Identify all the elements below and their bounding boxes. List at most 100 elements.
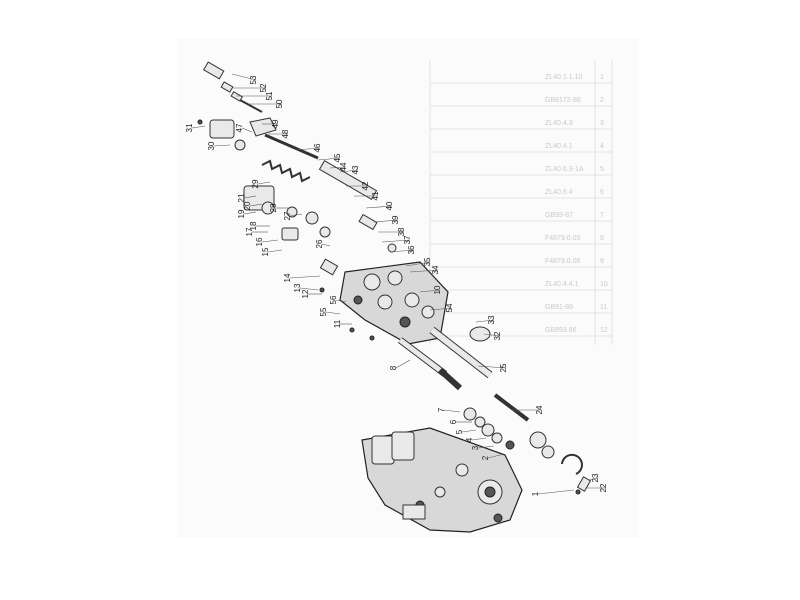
leader-line bbox=[477, 365, 507, 369]
leader-line bbox=[317, 157, 341, 161]
table-row-no: 10 bbox=[600, 281, 608, 288]
leader-line bbox=[389, 249, 415, 253]
callout-number: 41 bbox=[371, 191, 380, 200]
callout-number: 13 bbox=[293, 283, 302, 292]
table-row-code: GB93-87 bbox=[545, 212, 573, 219]
callout-number: 12 bbox=[301, 289, 310, 298]
leader-line bbox=[339, 169, 359, 173]
leader-line bbox=[289, 275, 321, 279]
table-row-code: ZL40.4.1 bbox=[545, 143, 573, 150]
table-row-code: ZL40.4.4.1 bbox=[545, 281, 579, 288]
callout-number: 19 bbox=[237, 209, 246, 218]
leader-line bbox=[395, 359, 411, 369]
callout-number: 14 bbox=[283, 273, 292, 282]
exploded-parts bbox=[197, 61, 592, 495]
leader-line bbox=[443, 409, 461, 413]
leader-line bbox=[487, 453, 505, 459]
leader-line bbox=[483, 333, 501, 337]
callout-number: 42 bbox=[361, 181, 370, 190]
callout-number: 10 bbox=[433, 285, 442, 294]
table-row-code: GB6172-86 bbox=[545, 97, 581, 104]
table-row-code: ZL40.6.4 bbox=[545, 189, 573, 196]
callout-number: 54 bbox=[445, 303, 454, 312]
callout-number: 34 bbox=[431, 265, 440, 274]
table-row-no: 6 bbox=[600, 189, 604, 196]
callout-number: 17 bbox=[245, 227, 254, 236]
callout-number: 5 bbox=[455, 429, 464, 434]
leader-line bbox=[335, 299, 347, 303]
callout-number: 31 bbox=[185, 123, 194, 132]
callout-number: 8 bbox=[389, 365, 398, 370]
table-row-no: 2 bbox=[600, 97, 604, 104]
callout-number: 39 bbox=[391, 215, 400, 224]
callout-number: 48 bbox=[281, 129, 290, 138]
callout-number: 56 bbox=[329, 295, 338, 304]
leader-line bbox=[537, 489, 575, 495]
callout-number: 47 bbox=[235, 123, 244, 132]
leader-line bbox=[381, 239, 411, 243]
leader-line bbox=[587, 477, 599, 481]
table-row-code: ZL40.6.3-1A bbox=[545, 166, 584, 173]
callout-number: 40 bbox=[385, 201, 394, 210]
callout-number: 20 bbox=[243, 201, 252, 210]
table-row-no: 9 bbox=[600, 258, 604, 265]
callout-number: 2 bbox=[481, 455, 490, 460]
leader-line bbox=[267, 249, 283, 253]
leader-line bbox=[471, 437, 487, 441]
leader-lines bbox=[191, 73, 606, 495]
callout-number: 55 bbox=[319, 307, 328, 316]
callout-number: 37 bbox=[403, 235, 412, 244]
leader-line bbox=[261, 239, 279, 243]
leader-line bbox=[409, 269, 439, 273]
callout-number: 28 bbox=[269, 203, 278, 212]
callout-number: 16 bbox=[255, 237, 264, 246]
leader-line bbox=[461, 429, 477, 433]
leader-line bbox=[213, 144, 231, 147]
table-row-code: F4879.0.05 bbox=[545, 235, 581, 242]
callout-number: 33 bbox=[487, 315, 496, 324]
table-row-no: 4 bbox=[600, 143, 604, 150]
leader-line bbox=[289, 213, 303, 217]
callout-number: 23 bbox=[591, 473, 600, 482]
callout-number: 49 bbox=[271, 119, 280, 128]
table-row-no: 3 bbox=[600, 120, 604, 127]
callout-number: 1 bbox=[531, 491, 540, 496]
callout-number: 11 bbox=[333, 319, 342, 328]
callout-number: 50 bbox=[275, 99, 284, 108]
leader-line bbox=[429, 307, 453, 311]
callout-number: 52 bbox=[259, 83, 268, 92]
leader-line bbox=[295, 147, 321, 151]
leader-line bbox=[321, 243, 331, 247]
callout-number: 32 bbox=[493, 331, 502, 340]
table-row-no: 5 bbox=[600, 166, 604, 173]
callout-number: 38 bbox=[397, 227, 406, 236]
leader-line bbox=[191, 125, 206, 129]
table-row-code: ZL40.4.3 bbox=[545, 120, 573, 127]
callout-number: 22 bbox=[599, 483, 608, 492]
leader-line bbox=[243, 211, 257, 215]
parts-table-ghost: 1ZL40.1.1.102GB6172-863ZL40.4.34ZL40.4.1… bbox=[429, 60, 613, 345]
leader-line bbox=[257, 181, 271, 185]
callout-number: 27 bbox=[283, 211, 292, 220]
callout-number: 46 bbox=[313, 143, 322, 152]
callout-number: 35 bbox=[423, 257, 432, 266]
callout-number: 44 bbox=[339, 162, 348, 171]
callout-number: 21 bbox=[237, 193, 246, 202]
callout-number: 15 bbox=[261, 247, 270, 256]
callout-number: 26 bbox=[315, 239, 324, 248]
callout-number: 24 bbox=[535, 405, 544, 414]
leader-line bbox=[299, 287, 319, 291]
callout-number: 18 bbox=[249, 221, 258, 230]
callout-number: 4 bbox=[465, 437, 474, 442]
callout-number: 30 bbox=[207, 141, 216, 150]
leader-line bbox=[405, 261, 431, 267]
callout-number: 6 bbox=[449, 419, 458, 424]
leader-line bbox=[419, 289, 441, 293]
leader-line bbox=[231, 73, 257, 81]
table-row-code: ZL40.1.1.10 bbox=[545, 74, 582, 81]
table-row-code: GB893.86 bbox=[545, 327, 577, 334]
table-row-no: 11 bbox=[600, 304, 607, 311]
valve-assembly-lower bbox=[361, 427, 523, 533]
valve-body-upper bbox=[339, 261, 449, 345]
